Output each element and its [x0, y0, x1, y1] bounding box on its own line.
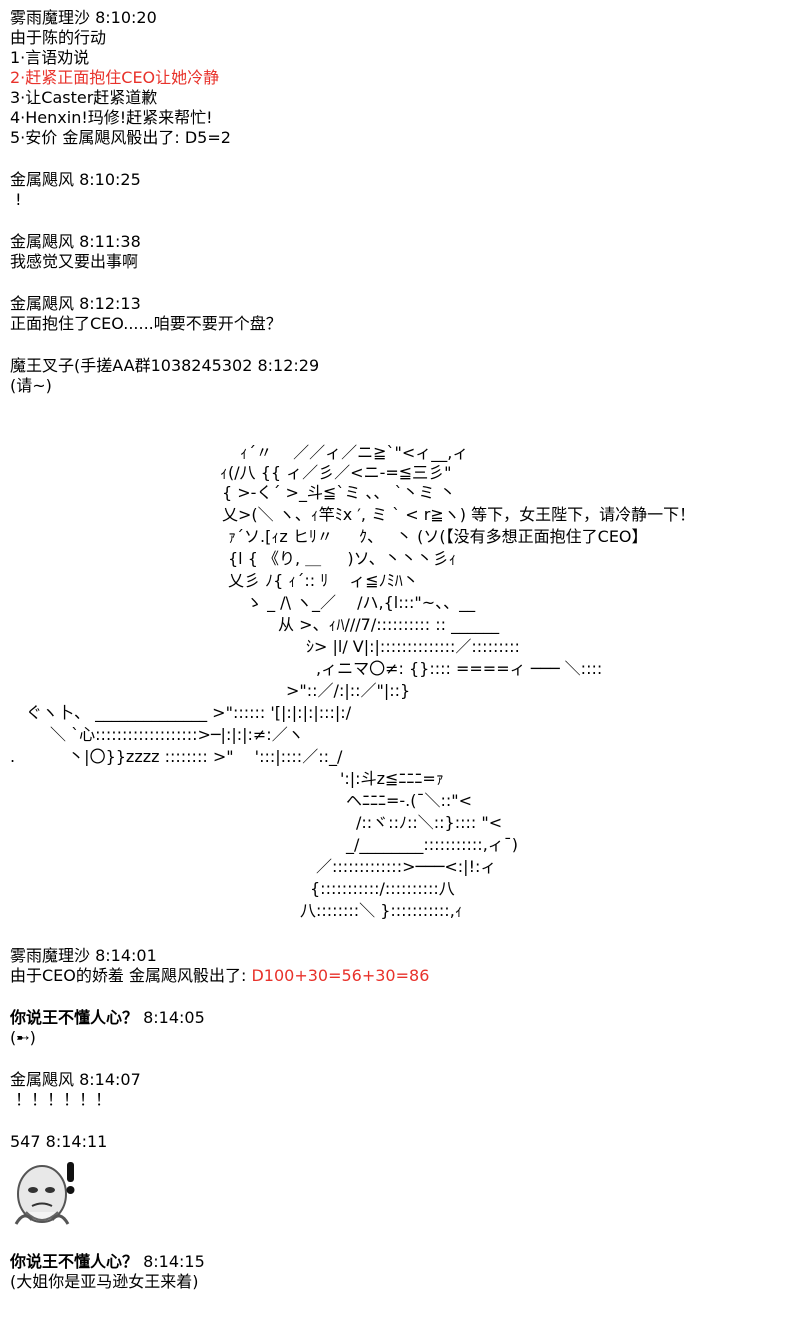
ascii-art-line: ｨ´〃 ／／ィ／ニ≧`"<ィ__,ィ [240, 443, 468, 463]
message-header: 雾雨魔理沙 8:14:01 [10, 946, 800, 966]
message: 你说王不懂人心？ 8:14:15 (大姐你是亚马逊女王来着) [10, 1252, 800, 1292]
message-line: 1·言语劝说 [10, 48, 90, 67]
message-header: 金属飓风 8:12:13 [10, 294, 800, 314]
dice-result: D100+30=56+30=86 [251, 966, 430, 985]
ascii-art-line: ,ィニマ〇≠: {}:::: ====ィ ─── ＼:::: [316, 659, 602, 678]
message-line: 由于陈的行动 [10, 28, 107, 47]
sender-name: 你说王不懂人心？ [10, 1252, 139, 1271]
message-line: 5·安价 金属飓风骰出了: D5=2 [10, 128, 231, 147]
ascii-art-line: ':|:斗z≦ﾆﾆﾆ=ｧ [340, 769, 444, 788]
message-time: 8:10:20 [95, 8, 157, 27]
dice-text: 由于CEO的娇羞 金属飓风骰出了: [10, 966, 252, 985]
message-line-highlight: 2·赶紧正面抱住CEO让她冷静 [10, 68, 220, 87]
ascii-art-line: ぐヽ卜、 ______________ >":::::: '[|:|:|:|::… [26, 703, 352, 723]
ascii-art-line: /::ヾ::ﾉ::＼::}:::: "< [356, 813, 502, 832]
ascii-art-line: ＼ `心:::::::::::::::::::>─|:|:|:≠:／ヽ [50, 725, 304, 744]
ascii-art-line: { >-く´ >_斗≦`ミ 、、 `丶ミ 丶 [222, 483, 456, 503]
message-time: 8:14:07 [79, 1070, 141, 1089]
ascii-art-line: _/________:::::::::::,ィ¯) [345, 835, 518, 855]
sender-name: 547 [10, 1132, 41, 1151]
message-time: 8:14:11 [45, 1132, 108, 1151]
sender-name: 雾雨魔理沙 [10, 946, 91, 965]
message-header: 雾雨魔理沙 8:10:20 [10, 8, 800, 28]
message-header: 金属飓风 8:11:38 [10, 232, 800, 252]
message-line: (大姐你是亚马逊女王来着) [10, 1272, 199, 1291]
message-time: 8:14:15 [143, 1252, 205, 1271]
ascii-art-line: 八::::::::＼ }:::::::::::,ｨ [300, 901, 463, 920]
message: 雾雨魔理沙 8:14:01 由于CEO的娇羞 金属飓风骰出了: D100+30=… [10, 946, 800, 986]
message-line: ! [10, 190, 22, 209]
sender-name: 雾雨魔理沙 [10, 8, 91, 27]
message: 547 8:14:11 [10, 1132, 800, 1230]
message-time: 8:12:13 [79, 294, 141, 313]
ascii-art-canvas: ｨ´〃 ／／ィ／ニ≧`"<ィ__,ィｨ(/八 {{ ィ／彡／<ニ-=≦三彡"{ … [10, 443, 695, 920]
message-line: 我感觉又要出事啊 [10, 252, 139, 271]
message: 金属飓风 8:11:38 我感觉又要出事啊 [10, 232, 800, 272]
message-line: (➸) [10, 1028, 36, 1047]
message-time: 8:14:01 [95, 946, 157, 965]
message: 金属飓风 8:10:25 ! [10, 170, 800, 210]
ascii-art-line: {l { 《り, ＿ )ソ、丶丶丶彡ｨ [228, 549, 457, 568]
message-line: 3·让Caster赶紧道歉 [10, 88, 158, 107]
ascii-art-line: ヘﾆﾆﾆ=-.(¯＼::"< [346, 791, 472, 810]
message: 金属飓风 8:12:13 正面抱住了CEO......咱要不要开个盘？ [10, 294, 800, 334]
ascii-art-line: ｨ(/八 {{ ィ／彡／<ニ-=≦三彡" [220, 463, 452, 482]
message-header: 魔王叉子(手搓AA群1038245302 8:12:29 [10, 356, 800, 376]
message-time: 8:11:38 [79, 232, 141, 251]
message-line: (请~) [10, 376, 52, 395]
message-time: 8:10:25 [79, 170, 141, 189]
ascii-art-line: 乂>(＼ ヽ、ｨ竿ﾐx ′, ミ ` < r≧ヽ) 等下，女王陛下，请冷静一下！ [222, 505, 695, 524]
message: 你说王不懂人心？ 8:14:05 (➸) [10, 1008, 800, 1048]
ascii-art-line: 从 >、ｨﾊ///7/:::::::::: :: ______ [278, 615, 500, 635]
message-line: 由于CEO的娇羞 金属飓风骰出了: D100+30=56+30=86 [10, 966, 800, 986]
message-line: 4·Henxin!玛修!赶紧来帮忙! [10, 108, 213, 127]
message-time: 8:12:29 [257, 356, 320, 375]
message: 雾雨魔理沙 8:10:20 由于陈的行动 1·言语劝说 2·赶紧正面抱住CEO让… [10, 8, 800, 148]
message-line: ！！！！！！ [10, 1090, 112, 1109]
ascii-art-line: ゝ _ /\ ヽ_／ /ハ,{l:::"~、、__ [246, 593, 476, 613]
message-line: 正面抱住了CEO......咱要不要开个盘？ [10, 314, 282, 333]
sender-name: 你说王不懂人心？ [10, 1008, 139, 1027]
sender-name: 魔王叉子(手搓AA群1038245302 [10, 356, 253, 375]
ascii-art-line: ／:::::::::::::>───<:|!:ィ [316, 857, 496, 876]
sender-name: 金属飓风 [10, 232, 75, 251]
message-header: 547 8:14:11 [10, 1132, 800, 1152]
meme-face-sticker [12, 1154, 82, 1230]
sender-name: 金属飓风 [10, 170, 75, 189]
ascii-art-line: {:::::::::::/::::::::::八 [310, 879, 455, 898]
message: 金属飓风 8:14:07 ！！！！！！ [10, 1070, 800, 1110]
message-header: 你说王不懂人心？ 8:14:15 [10, 1252, 800, 1272]
sender-name: 金属飓风 [10, 294, 75, 313]
sender-name: 金属飓风 [10, 1070, 75, 1089]
ascii-art-line: ｼ> |l/ V|:|::::::::::::::／::::::::: [306, 637, 520, 656]
message-time: 8:14:05 [143, 1008, 205, 1027]
chat-log-bottom: 雾雨魔理沙 8:14:01 由于CEO的娇羞 金属飓风骰出了: D100+30=… [10, 946, 800, 1314]
ascii-art-line: . 丶|〇}}zzzz :::::::: >" ':::|::::／::_/ [10, 747, 343, 767]
message-header: 金属飓风 8:10:25 [10, 170, 800, 190]
ascii-art-line: ｧ´ソ.[ｨz ヒﾘ〃 ｸ、 丶 (ソ(【没有多想正面抱住了CEO】 [228, 527, 648, 546]
message-header: 金属飓风 8:14:07 [10, 1070, 800, 1090]
ascii-art: ｨ´〃 ／／ィ／ニ≧`"<ィ__,ィｨ(/八 {{ ィ／彡／<ニ-=≦三彡"{ … [10, 438, 805, 928]
message: 魔王叉子(手搓AA群1038245302 8:12:29 (请~) [10, 356, 800, 396]
message-header: 你说王不懂人心？ 8:14:05 [10, 1008, 800, 1028]
ascii-art-line: 乂彡 ﾉ{ ｨ´:: ﾘ ィ≦ﾉﾐﾊ丶 [228, 571, 419, 590]
ascii-art-line: >"::／/:|::／"|::} [286, 681, 410, 700]
chat-log-top: 雾雨魔理沙 8:10:20 由于陈的行动 1·言语劝说 2·赶紧正面抱住CEO让… [10, 8, 800, 418]
